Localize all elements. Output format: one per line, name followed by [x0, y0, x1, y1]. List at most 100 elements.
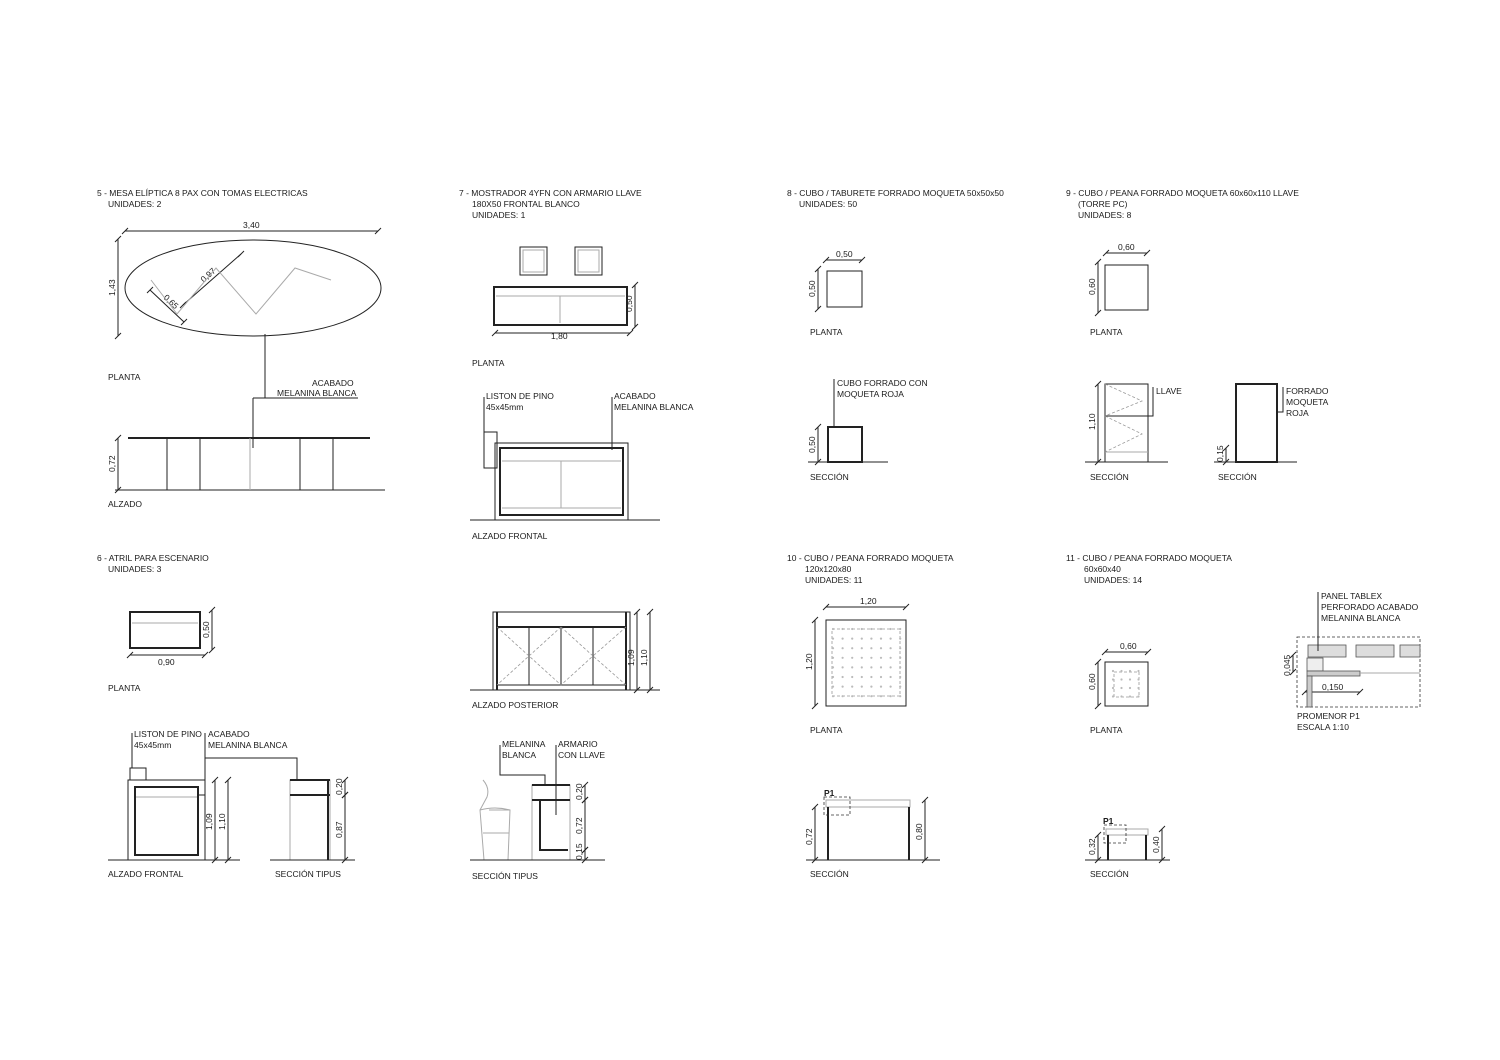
dimension-tick	[814, 305, 822, 313]
perforation-dot	[831, 675, 835, 679]
dimension-value: 0,15	[574, 843, 584, 860]
perforation-dot	[899, 675, 902, 679]
item-5-elliptical-table: 5 - MESA ELÍPTICA 8 PAX CON TOMAS ELECTR…	[97, 188, 385, 509]
note-line: MELANINA BLANCA	[614, 402, 694, 412]
lectern-plan	[129, 611, 201, 649]
perforation-dot	[879, 685, 883, 688]
item-units: UNIDADES: 8	[1078, 210, 1132, 220]
perforation-dot	[889, 685, 892, 688]
dimension: 0,72	[107, 434, 122, 494]
perforation-dot	[851, 656, 854, 659]
dimension-value: 0,60	[1120, 641, 1137, 651]
dimension-tick	[626, 329, 634, 337]
detail-title: PROMENOR P1	[1297, 711, 1360, 721]
perforation-dot	[889, 647, 892, 650]
perforation-dot	[899, 685, 902, 688]
perforation-dot	[870, 656, 873, 659]
note-line: MELANINA BLANCA	[208, 740, 288, 750]
dimension: 1,09	[204, 776, 219, 864]
item-title: 5 - MESA ELÍPTICA 8 PAX CON TOMAS ELECTR…	[97, 188, 308, 198]
dimension-tick	[211, 776, 219, 784]
dimension: 0,72	[804, 803, 819, 864]
dimension-tick	[374, 227, 382, 235]
dimension-tick	[114, 235, 122, 243]
dimension-tick	[581, 846, 589, 854]
item-units: UNIDADES: 3	[108, 564, 162, 574]
perforation-dot	[851, 637, 854, 640]
perforation-dot	[879, 695, 883, 698]
detail-callout-box	[1103, 824, 1127, 844]
dimension-tick	[114, 434, 122, 442]
dimension-tick	[1289, 668, 1297, 676]
dimension-value: 1,10	[1087, 413, 1097, 430]
detail-scale: ESCALA 1:10	[1297, 722, 1349, 732]
dimension-tick	[631, 281, 639, 289]
item-subtitle: (TORRE PC)	[1078, 199, 1128, 209]
leader-line	[1277, 387, 1284, 413]
perforation-dot	[841, 627, 844, 631]
perforation-dot	[899, 656, 902, 659]
stool-side	[479, 779, 511, 861]
dimension: 1,10	[217, 776, 232, 864]
view-label: PLANTA	[1090, 327, 1123, 337]
dimension-value: 1,80	[551, 331, 568, 341]
dimension: 0,50	[201, 606, 216, 654]
view-label: PLANTA	[108, 372, 141, 382]
note-line: ACABADO	[312, 378, 354, 388]
perforation-dot	[879, 666, 883, 669]
perforation-dot	[889, 656, 892, 659]
perforated-panel	[1399, 644, 1421, 658]
note-line: MELANINA	[502, 739, 546, 749]
perforation-dot	[851, 685, 854, 688]
lectern-section	[289, 779, 331, 861]
dimension-tick	[491, 329, 499, 337]
view-label: SECCIÓN TIPUS	[472, 871, 538, 881]
view-label: ALZADO	[108, 499, 142, 509]
dimension-value: 1,10	[217, 813, 227, 830]
dimension-value: 0,20	[334, 778, 344, 795]
perforation-dot	[879, 627, 883, 631]
dimension-tick	[146, 286, 154, 294]
dimension-tick	[1094, 658, 1102, 666]
dimension: 0,50	[807, 423, 822, 466]
dimension-value: 1,20	[804, 653, 814, 670]
perforation-dot	[879, 656, 883, 659]
item-10-large-plinth: 10 - CUBO / PEANA FORRADO MOQUETA 120x12…	[787, 553, 954, 879]
dimension-tick	[341, 791, 349, 799]
dimension-tick	[631, 323, 639, 331]
perforation-dot	[870, 695, 873, 698]
lectern-front	[127, 779, 206, 861]
dimension-value: 0,150	[1322, 682, 1344, 692]
dimension-tick	[121, 227, 129, 235]
perforation-dot	[879, 637, 883, 640]
view-label: PLANTA	[810, 327, 843, 337]
item-title: 11 - CUBO / PEANA FORRADO MOQUETA	[1066, 553, 1232, 563]
dimension-tick	[1102, 249, 1110, 257]
inner-outline	[831, 628, 901, 697]
perforation-dot	[831, 627, 835, 631]
pine-batten	[483, 397, 498, 469]
item-title: 10 - CUBO / PEANA FORRADO MOQUETA	[787, 553, 954, 563]
perforation-dot	[870, 627, 873, 631]
dimension-tick	[1289, 651, 1297, 659]
dimension-tick	[1356, 688, 1364, 696]
perforation-dot	[831, 685, 835, 688]
dimension-value: 0,97	[199, 266, 218, 285]
perforation-dot	[1137, 695, 1140, 698]
perforation-dot	[851, 675, 854, 679]
door-swing-marks	[1104, 383, 1144, 453]
plinth-plan	[825, 619, 907, 707]
dimension-value: 3,40	[243, 220, 260, 230]
batten	[1306, 657, 1324, 672]
perforation-dot	[870, 637, 873, 640]
dimension-value: 0,15	[1215, 445, 1225, 462]
dimension-tick	[1094, 702, 1102, 710]
perforation-dot	[841, 656, 844, 659]
top-panel	[1105, 828, 1149, 836]
cube-section	[827, 426, 863, 463]
dimension-tick	[201, 651, 209, 659]
dimension: 0,045	[1282, 651, 1297, 676]
perforation-dot	[1111, 678, 1115, 681]
dimension-value: 0,65	[162, 292, 181, 311]
